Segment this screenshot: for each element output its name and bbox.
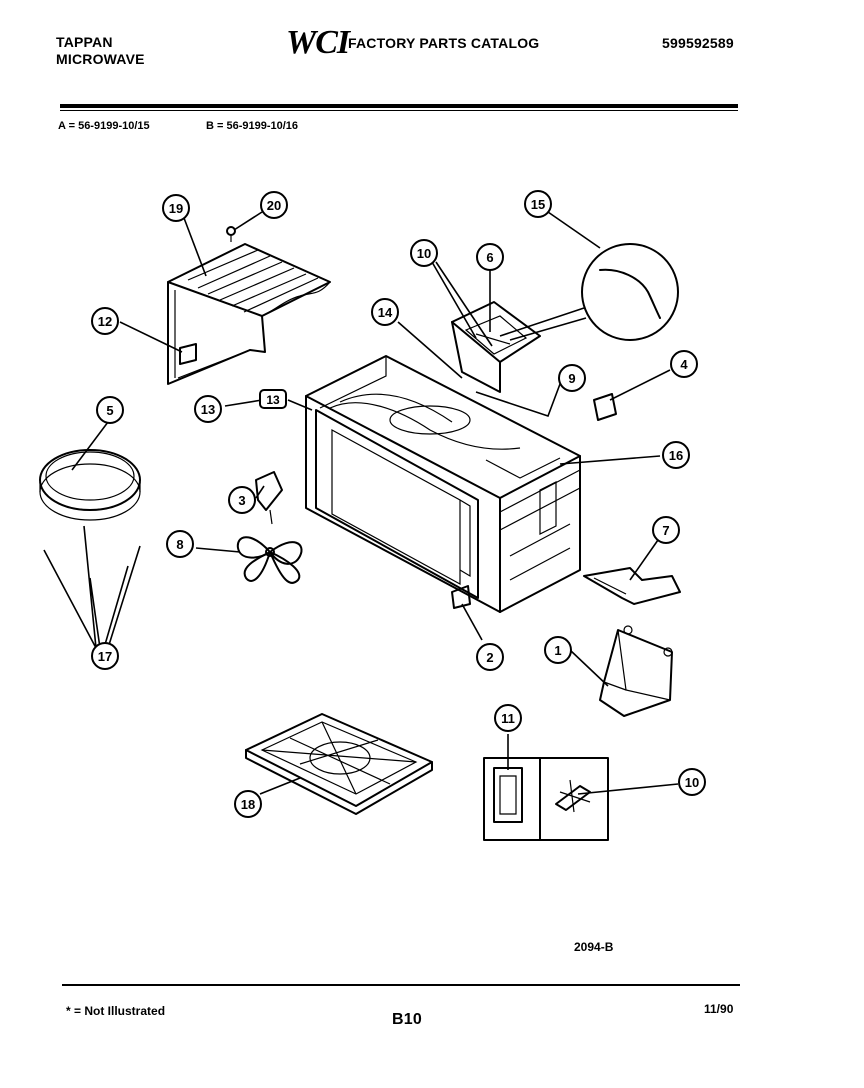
callout-circle bbox=[678, 768, 706, 796]
callout-17: 17 bbox=[91, 642, 119, 670]
parts-box bbox=[483, 757, 609, 841]
callout-label: 16 bbox=[669, 448, 683, 463]
callout-label: 14 bbox=[378, 305, 393, 320]
callout-9: 9 bbox=[558, 364, 586, 392]
waveguide-panel bbox=[451, 301, 541, 393]
callout-label: 20 bbox=[267, 198, 281, 213]
brand-line-2: MICROWAVE bbox=[56, 51, 145, 67]
callout-7: 7 bbox=[652, 516, 680, 544]
callout-14: 14 bbox=[371, 298, 399, 326]
turntable-ring bbox=[39, 449, 141, 521]
callout-label: 10 bbox=[417, 246, 431, 261]
callout-18: 18 bbox=[234, 790, 262, 818]
callout-circle bbox=[670, 350, 698, 378]
callout-circle bbox=[234, 790, 262, 818]
wci-logo: WCI bbox=[286, 24, 350, 61]
callout-label: 13 bbox=[201, 402, 215, 417]
catalog-title: FACTORY PARTS CATALOG bbox=[348, 35, 540, 51]
callout-circle bbox=[558, 364, 586, 392]
callout-label: 4 bbox=[680, 357, 688, 372]
callout-label: 6 bbox=[486, 250, 493, 265]
footer-rule bbox=[62, 984, 740, 986]
callout-label: 3 bbox=[238, 493, 245, 508]
callout-circle bbox=[260, 191, 288, 219]
page-number: B10 bbox=[392, 1011, 422, 1028]
callout-4: 4 bbox=[670, 350, 698, 378]
callout-circle bbox=[228, 486, 256, 514]
callout-circle bbox=[194, 395, 222, 423]
callout-label: 9 bbox=[568, 371, 575, 386]
callout-circle bbox=[91, 307, 119, 335]
header-rule-thin bbox=[60, 110, 738, 111]
callout-5: 5 bbox=[96, 396, 124, 424]
callout-6: 6 bbox=[476, 243, 504, 271]
callout-circle bbox=[371, 298, 399, 326]
callout-label: 12 bbox=[98, 314, 112, 329]
latch-bracket bbox=[593, 393, 617, 421]
side-bracket bbox=[583, 567, 681, 605]
callout-label: 19 bbox=[169, 201, 183, 216]
callout-label: 11 bbox=[501, 711, 515, 726]
model-a: A = 56-9199-10/15 bbox=[58, 120, 150, 132]
model-b: B = 56-9199-10/16 bbox=[206, 120, 299, 132]
callout-circle bbox=[410, 239, 438, 267]
callout-label: 2 bbox=[486, 650, 493, 665]
callout-circle bbox=[494, 704, 522, 732]
air-duct bbox=[599, 625, 673, 717]
callout-16: 16 bbox=[662, 441, 690, 469]
callout-circle bbox=[476, 643, 504, 671]
callout-19: 19 bbox=[162, 194, 190, 222]
brand-line-1: TAPPAN bbox=[56, 34, 113, 50]
fan-blade bbox=[236, 536, 303, 584]
callout-20: 20 bbox=[260, 191, 288, 219]
callout-11: 11 bbox=[494, 704, 522, 732]
bracket-part bbox=[179, 343, 197, 365]
callout-15: 15 bbox=[524, 190, 552, 218]
catalog-number: 599592589 bbox=[662, 35, 734, 51]
callout-2: 2 bbox=[476, 643, 504, 671]
callout-circle bbox=[166, 530, 194, 558]
leader-lines bbox=[43, 211, 679, 795]
drawing-number: 2094-B bbox=[574, 940, 614, 954]
callout-circle bbox=[544, 636, 572, 664]
microwave-cavity bbox=[305, 355, 581, 613]
glass-tray bbox=[245, 713, 433, 815]
footer-date: 11/90 bbox=[704, 1002, 734, 1016]
top-cover-panel bbox=[167, 243, 331, 385]
callout-3: 3 bbox=[228, 486, 256, 514]
callout-1: 1 bbox=[544, 636, 572, 664]
callout-circle bbox=[524, 190, 552, 218]
callout-12: 12 bbox=[91, 307, 119, 335]
callout-label: 7 bbox=[662, 523, 669, 538]
header-rule bbox=[60, 104, 738, 108]
callout-circle bbox=[652, 516, 680, 544]
callout-10: 10 bbox=[410, 239, 438, 267]
callout-label: 8 bbox=[176, 537, 183, 552]
callout-label: 15 bbox=[531, 197, 545, 212]
callout-label: 10 bbox=[685, 775, 699, 790]
callout-circle bbox=[662, 441, 690, 469]
callout-13: 13 bbox=[194, 395, 222, 423]
callout-label: 5 bbox=[106, 403, 113, 418]
callout-circle bbox=[162, 194, 190, 222]
callout-8: 8 bbox=[166, 530, 194, 558]
footer-note: * = Not Illustrated bbox=[66, 1004, 166, 1018]
callout-10: 10 bbox=[678, 768, 706, 796]
callout-circle bbox=[96, 396, 124, 424]
switch-part bbox=[255, 471, 283, 525]
callout-circle bbox=[91, 642, 119, 670]
detail-magnifier bbox=[499, 243, 679, 341]
part-tag-label: 13 bbox=[266, 393, 280, 407]
screw-part bbox=[226, 226, 236, 242]
callout-label: 1 bbox=[554, 643, 561, 658]
callout-label: 17 bbox=[98, 649, 112, 664]
callout-circle bbox=[476, 243, 504, 271]
callout-label: 18 bbox=[241, 797, 255, 812]
part-tag: 13 bbox=[259, 389, 287, 409]
